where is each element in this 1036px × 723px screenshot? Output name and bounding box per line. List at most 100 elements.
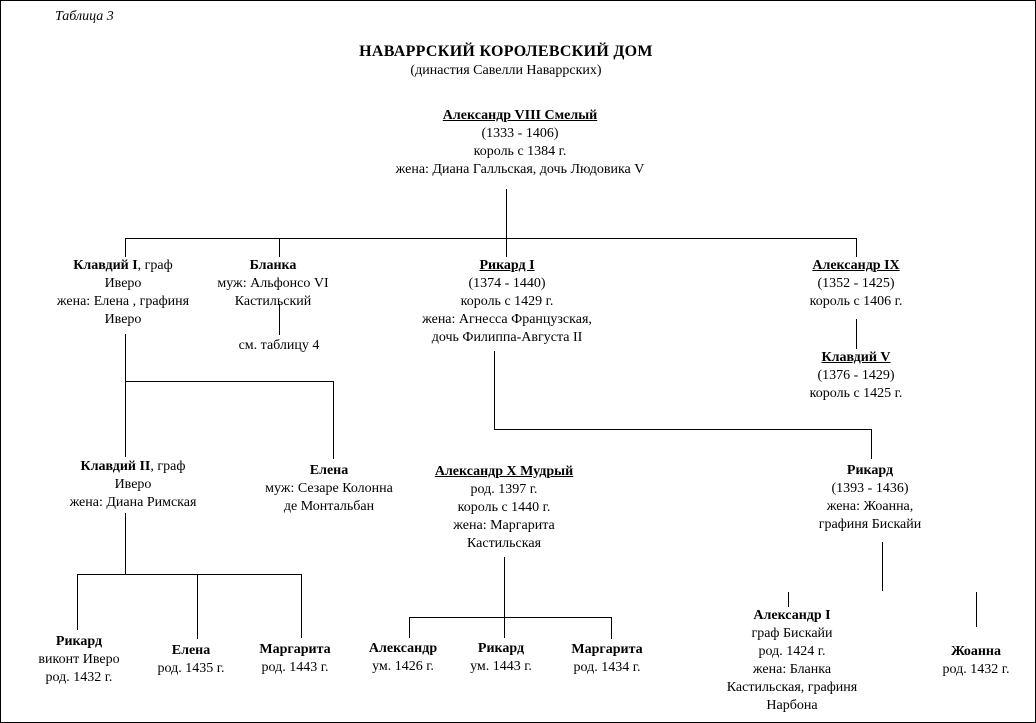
person-name: Рикард [846, 463, 894, 478]
person-klavdiy-v: Клавдий V (1376 - 1429) король с 1425 г. [810, 349, 903, 403]
person-detail: жена: Елена , графиня [56, 294, 190, 309]
person-detail: де Монтальбан [283, 499, 375, 514]
person-detail: ум. 1426 г. [372, 659, 434, 674]
person-name: Александр IX [812, 258, 900, 273]
person-name: Рикард [477, 641, 525, 656]
person-detail: король с 1429 г. [460, 294, 554, 309]
connector-gen2-horizontal [125, 238, 857, 239]
person-name: Клавдий I, граф [73, 258, 173, 273]
person-detail: жена: Диана Галльская, дочь Людовика V [395, 162, 645, 177]
person-detail: муж: Альфонсо VI [217, 276, 329, 291]
connector-klavdiy-ii-branch [77, 574, 301, 575]
connector-drop-margarita-1434 [611, 617, 612, 639]
person-detail: род. 1432 г. [45, 670, 113, 685]
person-detail: род. 1434 г. [573, 660, 641, 675]
person-detail: жена: Бланка [752, 662, 832, 677]
person-name: Александр X Мудрый [434, 464, 574, 479]
connector-drop-elena-1435 [197, 574, 198, 639]
person-name: Елена [171, 643, 211, 658]
connector-klavdiy-ii-down [125, 513, 126, 574]
person-detail: жена: Жоанна, [826, 499, 914, 514]
person-detail: графиня Бискайи [818, 517, 922, 532]
person-name: Клавдий V [821, 350, 891, 365]
connector-blanka-to-note [279, 304, 280, 335]
person-detail: жена: Маргарита [453, 518, 555, 533]
person-rikard-vikont: Рикард виконт Иверо род. 1432 г. [38, 633, 119, 687]
person-alexander-1426: Александр ум. 1426 г. [369, 640, 437, 676]
note-see-table-4: см. таблицу 4 [238, 338, 320, 353]
connector-drop-rikard-1443 [504, 617, 505, 638]
person-detail: король с 1425 г. [809, 386, 903, 401]
chart-subtitle: (династия Савелли Наваррских) [410, 63, 602, 78]
connector-rikard-i-branch [494, 429, 871, 430]
person-blanka: Бланка муж: Альфонсо VI Кастильский [217, 257, 328, 311]
person-detail: король с 1384 г. [473, 144, 567, 159]
person-detail: Иверо [104, 312, 142, 327]
person-klavdiy-ii: Клавдий II, граф Иверо жена: Диана Римск… [70, 458, 197, 512]
person-detail: (1374 - 1440) [468, 276, 546, 291]
connector-stub-alexander-i [788, 592, 789, 607]
person-name: Жоанна [951, 644, 1001, 659]
person-detail: граф Бискайи [751, 626, 833, 641]
person-detail: Иверо [114, 477, 152, 492]
person-detail: Кастильская, графиня [726, 680, 858, 695]
connector-rikard-i-down [494, 351, 495, 429]
connector-rikard-biskay-down [882, 542, 883, 591]
table-label: Таблица 3 [55, 9, 114, 24]
person-alexander-viii: Александр VIII Смелый (1333 - 1406) коро… [396, 107, 645, 179]
person-detail: род. 1424 г. [758, 644, 826, 659]
person-detail: (1376 - 1429) [817, 368, 895, 383]
connector-drop-elena-colonna [333, 381, 334, 459]
connector-drop-margarita-1443 [301, 574, 302, 638]
person-detail: король с 1440 г. [457, 500, 551, 515]
person-name: Елена [309, 463, 349, 478]
person-detail: Иверо [104, 276, 142, 291]
person-detail: (1333 - 1406) [481, 126, 559, 141]
person-detail: Нарбона [766, 698, 818, 713]
person-alexander-i: Александр I граф Бискайи род. 1424 г. же… [727, 607, 857, 715]
connector-drop-rikard-biskay [871, 429, 872, 459]
person-detail: Кастильский [234, 294, 312, 309]
person-name: Александр [368, 641, 438, 656]
person-detail: род. 1397 г. [470, 482, 538, 497]
person-detail: (1393 - 1436) [831, 481, 909, 496]
person-name: Рикард I [479, 258, 535, 273]
person-alexander-ix: Александр IX (1352 - 1425) король с 1406… [810, 257, 903, 311]
person-detail: виконт Иверо [38, 652, 120, 667]
person-detail: Кастильская [466, 536, 542, 551]
person-detail: (1352 - 1425) [817, 276, 895, 291]
connector-drop-rikard-i [506, 238, 507, 257]
connector-alexander-x-down [504, 557, 505, 617]
connector-drop-blanka [279, 238, 280, 257]
chart-title: НАВАРРСКИЙ КОРОЛЕВСКИЙ ДОМ [359, 43, 653, 60]
connector-stub-zhoanna [976, 592, 977, 627]
person-elena-1435: Елена род. 1435 г. [158, 642, 225, 678]
connector-klavdiy-i-down [125, 334, 126, 457]
person-rikard-biskay: Рикард (1393 - 1436) жена: Жоанна, графи… [819, 462, 921, 534]
person-detail: муж: Сезаре Колонна [265, 481, 393, 496]
person-name: Бланка [249, 258, 297, 273]
person-name: Рикард [55, 634, 103, 649]
person-rikard-i: Рикард I (1374 - 1440) король с 1429 г. … [422, 257, 592, 347]
person-elena-colonna: Елена муж: Сезаре Колонна де Монтальбан [265, 462, 393, 516]
person-name: Клавдий II, граф [80, 459, 186, 474]
person-margarita-1443: Маргарита род. 1443 г. [259, 641, 330, 677]
connector-drop-alexander-ix [856, 238, 857, 257]
person-name: Александр VIII Смелый [442, 108, 598, 123]
person-detail: король с 1406 г. [809, 294, 903, 309]
person-detail: род. 1443 г. [261, 660, 329, 675]
person-alexander-x: Александр X Мудрый род. 1397 г. король с… [435, 463, 573, 553]
connector-alexander-ix-to-klavdiy-v [856, 319, 857, 349]
person-detail: ум. 1443 г. [470, 659, 532, 674]
connector-drop-rikard-vikont [77, 574, 78, 630]
person-margarita-1434: Маргарита род. 1434 г. [571, 641, 642, 677]
connector-alexander-x-branch [409, 617, 611, 618]
person-detail: род. 1432 г. [942, 662, 1010, 677]
person-detail: жена: Агнесса Французская, [422, 312, 592, 327]
person-rikard-1443: Рикард ум. 1443 г. [470, 640, 532, 676]
connector-drop-klavdiy-i [125, 238, 126, 257]
connector-root-down [506, 189, 507, 238]
person-klavdiy-i: Клавдий I, граф Иверо жена: Елена , граф… [57, 257, 189, 329]
person-detail: жена: Диана Римская [69, 495, 197, 510]
